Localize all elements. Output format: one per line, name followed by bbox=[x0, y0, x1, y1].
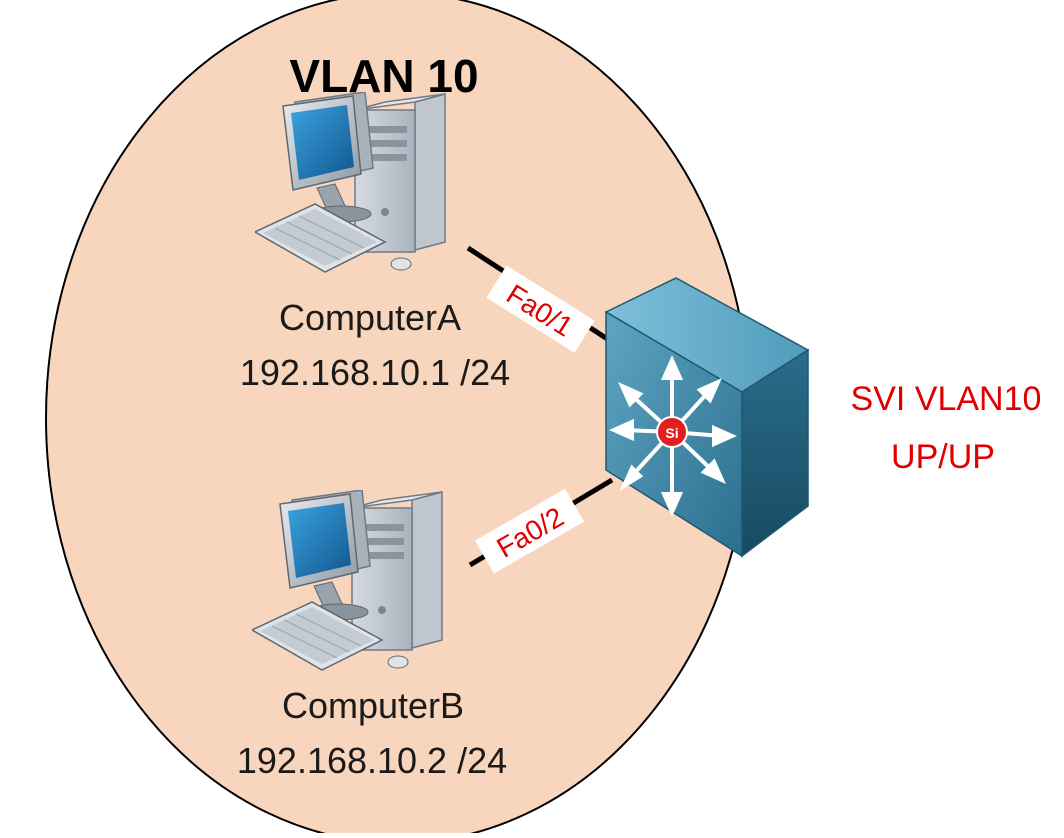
vlan-title: VLAN 10 bbox=[289, 50, 478, 102]
switch-badge bbox=[656, 416, 688, 448]
svi-label: SVI VLAN10 bbox=[851, 380, 1042, 418]
computer-a-ip: 192.168.10.1 /24 bbox=[240, 352, 510, 393]
switch-badge-text: Si bbox=[665, 425, 678, 441]
computer-b-name: ComputerB bbox=[282, 685, 464, 726]
multilayer-switch-icon[interactable]: Si bbox=[604, 277, 810, 558]
svi-status: UP/UP bbox=[891, 438, 995, 476]
computer-a-name: ComputerA bbox=[279, 297, 461, 338]
switch-arrows-icon bbox=[609, 355, 737, 517]
computer-b-ip: 192.168.10.2 /24 bbox=[237, 740, 507, 781]
